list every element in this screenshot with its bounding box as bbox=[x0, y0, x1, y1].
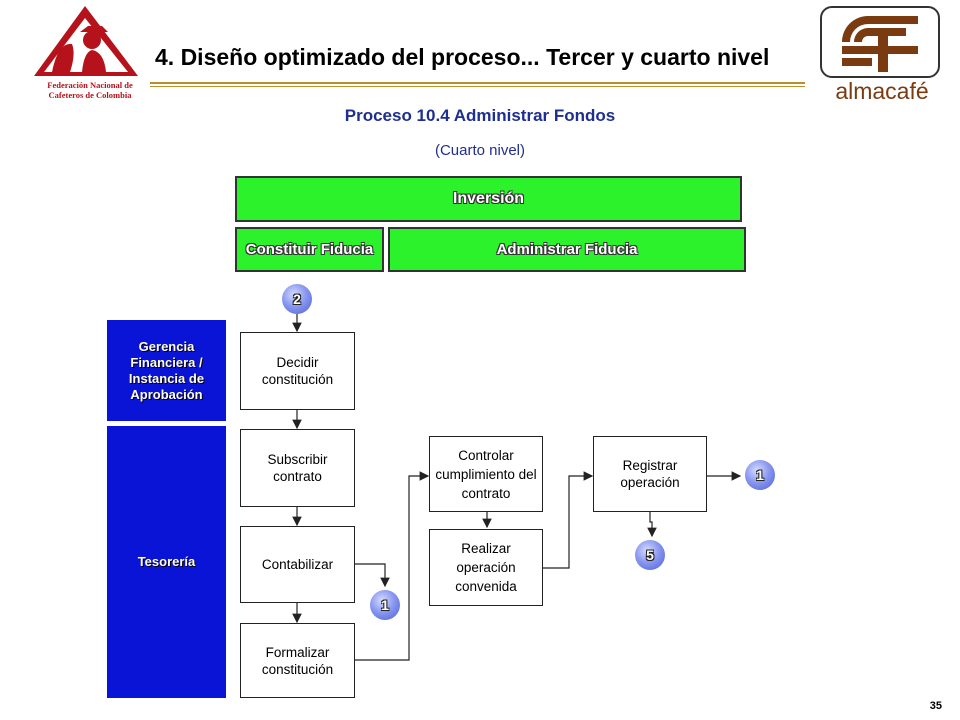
step-contabilizar: Contabilizar bbox=[240, 526, 355, 603]
process-title: Proceso 10.4 Administrar Fondos bbox=[344, 106, 616, 125]
step-controlar-cumplimiento: Controlar cumplimiento del contrato bbox=[429, 436, 543, 512]
step-realizar-operacion: Realizar operación convenida bbox=[429, 529, 543, 606]
connector-5: 5 bbox=[635, 540, 665, 570]
title-rule-thin bbox=[150, 86, 805, 87]
step-registrar-operacion: Registrar operación bbox=[593, 436, 707, 512]
connector-1-registrar: 1 bbox=[745, 460, 775, 490]
lane-gerencia-financiera: Gerencia Financiera / Instancia de Aprob… bbox=[107, 320, 226, 421]
step-subscribir-contrato: Subscribir contrato bbox=[240, 429, 355, 507]
process-level: (Cuarto nivel) bbox=[434, 142, 526, 159]
page-title: 4. Diseño optimizado del proceso... Terc… bbox=[155, 44, 770, 70]
fnc-logo: Federación Nacional de Cafeteros de Colo… bbox=[30, 2, 150, 102]
almacafe-logo-frame bbox=[820, 6, 940, 78]
page-number: 35 bbox=[929, 700, 942, 712]
step-decidir-constitucion: Decidir constitución bbox=[240, 332, 355, 410]
fnc-logo-line2: Cafeteros de Colombia bbox=[48, 90, 132, 100]
bar-constituir-fiducia: Constituir Fiducia bbox=[235, 227, 384, 272]
almacafe-logo: almacafé bbox=[818, 6, 948, 106]
bar-inversion: Inversión bbox=[235, 176, 742, 222]
lane-tesoreria: Tesorería bbox=[107, 426, 226, 698]
almacafe-wordmark: almacafé bbox=[835, 78, 929, 104]
title-rule bbox=[150, 82, 805, 84]
connector-2: 2 bbox=[282, 284, 312, 314]
fnc-logo-line1: Federación Nacional de bbox=[47, 80, 133, 90]
coffee-stripes-icon bbox=[842, 16, 918, 72]
step-formalizar-constitucion: Formalizar constitución bbox=[240, 623, 355, 698]
fnc-logo-icon bbox=[34, 6, 138, 76]
connector-1-tesoreria: 1 bbox=[370, 590, 400, 620]
bar-administrar-fiducia: Administrar Fiducia bbox=[388, 227, 746, 272]
